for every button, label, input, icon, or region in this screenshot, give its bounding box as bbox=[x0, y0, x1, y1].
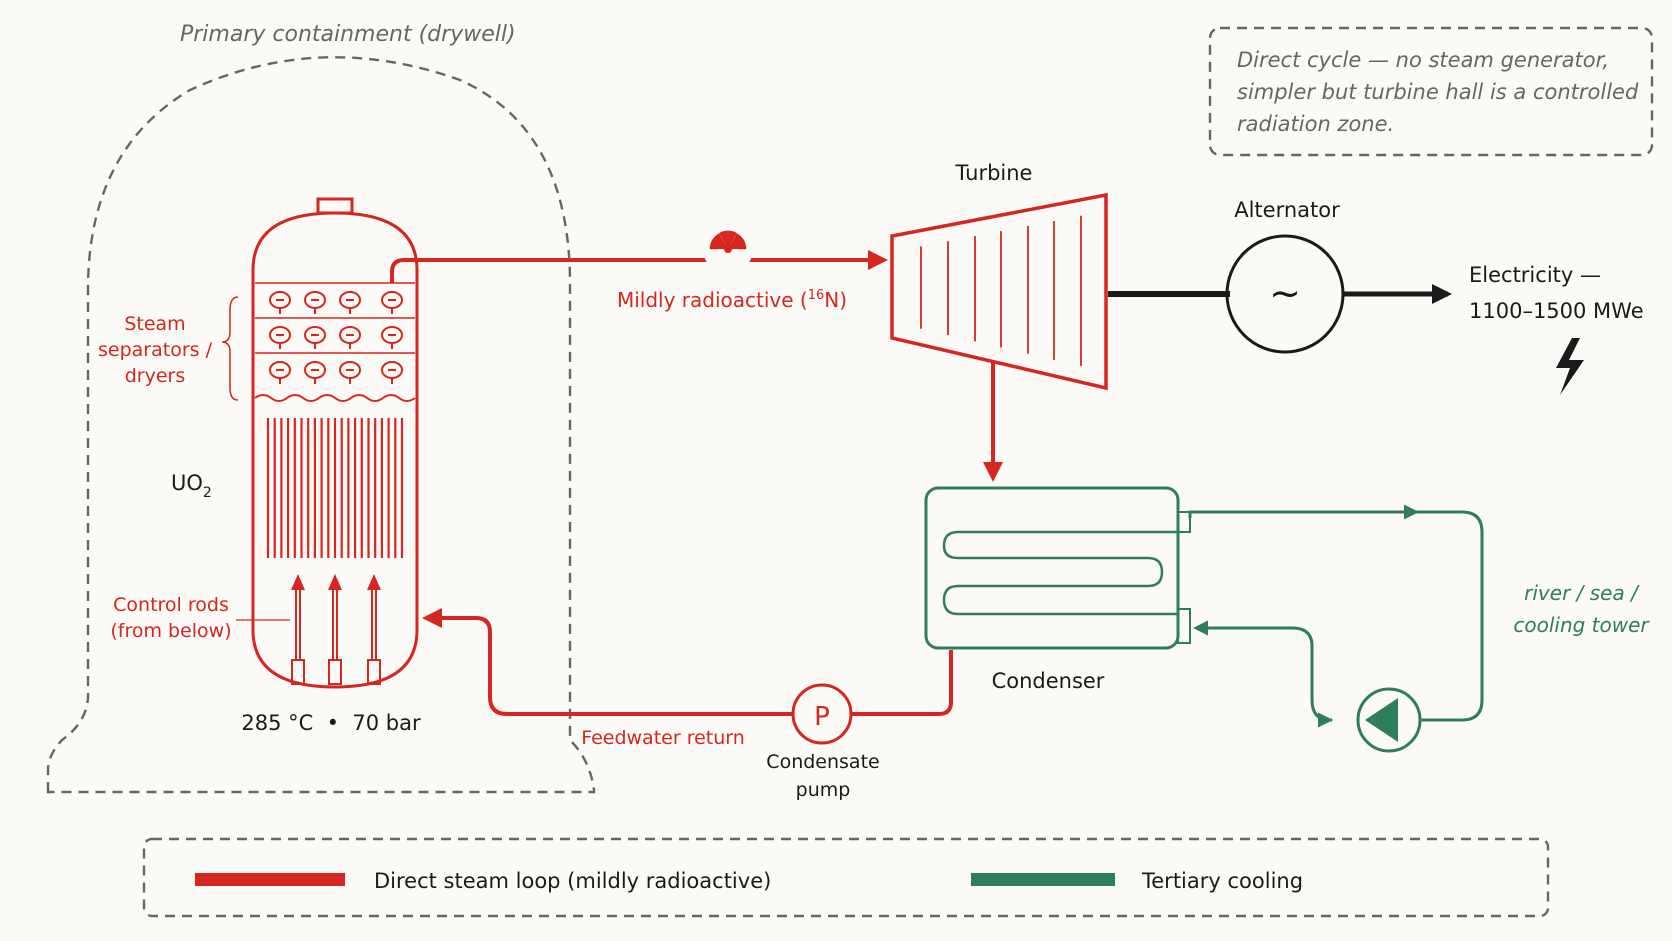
fuel-label: UO2 bbox=[171, 471, 212, 501]
feedwater-line: P Condensate pump Feedwater return bbox=[426, 618, 953, 801]
turbine-label: Turbine bbox=[955, 161, 1033, 185]
separator-label: Steam separators / dryers bbox=[98, 296, 239, 401]
condenser-tube-bundle bbox=[942, 530, 1178, 616]
note-line-1: Direct cycle — no steam generator, bbox=[1237, 48, 1609, 72]
water-level-wave bbox=[254, 394, 416, 402]
separator-label-line-3: dryers bbox=[125, 365, 186, 387]
separator-unit bbox=[269, 361, 291, 384]
separator-unit bbox=[339, 291, 361, 314]
feedwater-label: Feedwater return bbox=[581, 727, 745, 749]
turbine: Turbine bbox=[890, 161, 1108, 391]
feedwater-pipe bbox=[426, 618, 953, 716]
steam-separators bbox=[254, 282, 416, 402]
vessel-top-nozzle bbox=[316, 197, 354, 215]
condenser-outlet-nozzle bbox=[1177, 511, 1191, 533]
electricity-line-2: 1100–1500 MWe bbox=[1469, 299, 1644, 323]
control-rod bbox=[367, 574, 381, 685]
control-rods-label: Control rods (from below) bbox=[110, 594, 290, 642]
legend-label-cooling: Tertiary cooling bbox=[1141, 869, 1303, 893]
containment-title: Primary containment (drywell) bbox=[180, 22, 516, 47]
separator-unit bbox=[304, 361, 326, 384]
note-frame bbox=[1208, 26, 1654, 157]
separator-unit bbox=[339, 326, 361, 349]
separator-brace bbox=[221, 296, 239, 401]
turbine-casing bbox=[890, 192, 1108, 391]
generator-assembly: ~ Alternator Electricity — 1100–1500 MWe bbox=[1108, 198, 1644, 395]
separator-unit bbox=[304, 291, 326, 314]
control-rod bbox=[328, 574, 342, 685]
separator-label-line-2: separators / bbox=[98, 339, 213, 361]
condenser-inlet-nozzle bbox=[1177, 608, 1191, 644]
radiation-icon bbox=[703, 224, 753, 274]
cooling-pump bbox=[1356, 687, 1422, 753]
cooling-feed-pipe bbox=[1193, 620, 1331, 722]
fuel-rods bbox=[266, 418, 404, 558]
separator-unit bbox=[381, 291, 403, 314]
containment-outline bbox=[46, 56, 596, 794]
lightning-icon bbox=[1556, 338, 1584, 395]
cooling-label-line-2: cooling tower bbox=[1513, 613, 1650, 637]
legend-frame bbox=[142, 837, 1550, 918]
alternator-label: Alternator bbox=[1234, 198, 1340, 222]
note-box: Direct cycle — no steam generator, simpl… bbox=[1208, 26, 1654, 157]
condenser: Condenser bbox=[924, 486, 1191, 693]
control-rods-label-line-2: (from below) bbox=[110, 620, 231, 642]
main-steam-line: Mildly radioactive (16N) bbox=[390, 224, 888, 312]
separator-unit bbox=[269, 326, 291, 349]
condensate-pump-label-line-2: pump bbox=[796, 779, 851, 801]
control-rod bbox=[291, 574, 305, 685]
cooling-pump-icon bbox=[1365, 698, 1398, 742]
note-line-2: simpler but turbine hall is a controlled bbox=[1237, 80, 1639, 104]
primary-containment: Primary containment (drywell) bbox=[46, 22, 596, 794]
condenser-shell bbox=[924, 486, 1180, 650]
alternator-symbol: ~ bbox=[1269, 271, 1301, 315]
steam-line-label: Mildly radioactive (16N) bbox=[617, 288, 847, 312]
electricity-line-1: Electricity — bbox=[1469, 263, 1601, 287]
turbine-blades bbox=[920, 215, 1082, 367]
cooling-loop: river / sea / cooling tower bbox=[1188, 504, 1650, 753]
legend-swatch-cooling bbox=[971, 873, 1115, 886]
reactor-conditions: 285 °C • 70 bar bbox=[241, 711, 421, 735]
cooling-return-pipe bbox=[1416, 510, 1484, 722]
separator-unit bbox=[304, 326, 326, 349]
separator-label-line-1: Steam bbox=[124, 313, 185, 335]
legend-swatch-steam bbox=[195, 873, 345, 886]
control-rods-label-line-1: Control rods bbox=[113, 594, 229, 616]
condenser-label: Condenser bbox=[992, 669, 1105, 693]
condensate-pump bbox=[791, 683, 853, 745]
cooling-label-line-1: river / sea / bbox=[1524, 581, 1640, 605]
legend-label-steam: Direct steam loop (mildly radioactive) bbox=[374, 869, 771, 893]
note-line-3: radiation zone. bbox=[1237, 112, 1394, 136]
separator-unit bbox=[381, 361, 403, 384]
control-rods bbox=[291, 574, 381, 685]
separator-unit bbox=[339, 361, 361, 384]
cooling-outlet-pipe bbox=[1188, 504, 1419, 520]
steam-pipe bbox=[390, 250, 888, 283]
condensate-pump-label-line-1: Condensate bbox=[766, 751, 879, 773]
condensate-pump-symbol: P bbox=[814, 702, 830, 732]
separator-unit bbox=[381, 326, 403, 349]
separator-unit bbox=[269, 291, 291, 314]
legend: Direct steam loop (mildly radioactive) T… bbox=[142, 837, 1550, 918]
